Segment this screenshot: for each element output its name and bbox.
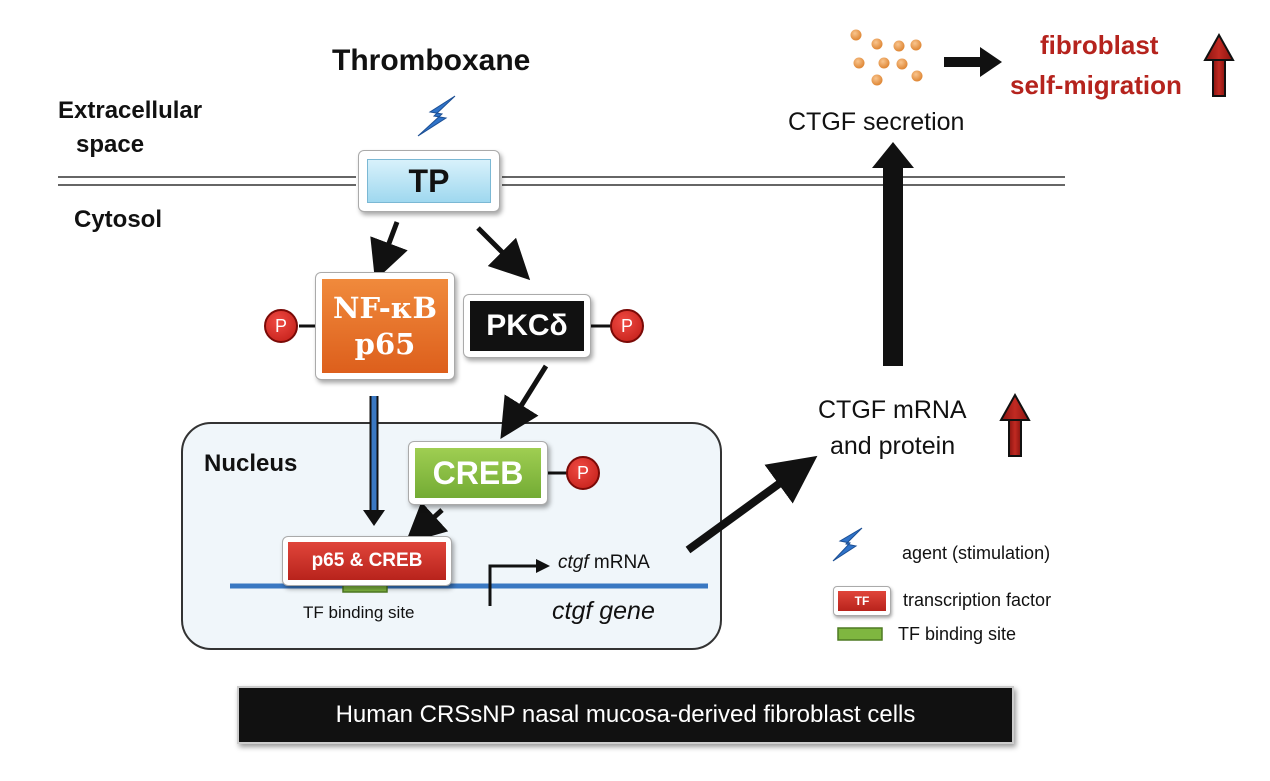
legend-tf-label: TF [838,591,886,611]
tp-label: TP [367,159,491,203]
transcription-start-arrow-icon [488,559,550,606]
arrow-secretion-to-migration [944,47,1002,77]
up-arrow-icon [1203,32,1235,97]
arrow-nfkb-to-complex [363,396,385,526]
up-arrow-icon [999,392,1031,457]
creb-box: CREB [408,441,548,505]
creb-label: CREB [415,448,541,498]
arrow-protein-to-secretion [872,142,914,366]
tf-binding-site-label: TF binding site [303,603,415,622]
cytosol-label: Cytosol [74,206,163,233]
ctgf-mrna-label: ctgf mRNA [558,552,650,574]
arrow-tp-to-nfkb [370,221,408,281]
pkc-delta-box: PKCδ [463,294,591,358]
legend-agent-label: agent (stimulation) [902,543,1051,563]
phospho-creb: P [566,456,600,490]
arrow-tp-to-pkc [476,226,531,281]
p65-creb-complex: p65 & CREB [282,536,452,586]
extracellular-label-line2: space [76,131,145,158]
phospho-pkc: P [610,309,644,343]
ctgf-mrna-protein-label-line2: and protein [830,432,956,460]
tp-receptor: TP [358,150,500,212]
thromboxane-label: Thromboxane [332,44,531,77]
extracellular-label: Extracellular [58,97,203,124]
lightning-icon [417,95,456,137]
ctgf-mrna-suffix: mRNA [588,552,650,573]
p65-creb-label: p65 & CREB [288,542,446,580]
legend-binding-site-swatch [837,627,883,641]
ctgf-mrna-gene-name: ctgf [558,552,589,573]
fibroblast-label: fibroblast [1040,30,1159,60]
lightning-icon [832,527,863,562]
p65-label: p65 [354,327,416,361]
nfkb-label: NF-κB [332,291,438,325]
legend-transcription-factor-label: transcription factor [903,590,1052,610]
ctgf-particles [850,29,923,86]
phospho-nfkb: P [264,309,298,343]
arrow-creb-to-complex [405,501,449,544]
ctgf-gene-label: ctgf gene [552,597,655,625]
nucleus-label: Nucleus [204,450,298,477]
cell-membrane [58,176,1065,186]
nfkb-p65-box: NF-κB p65 [315,272,455,380]
footer-caption: Human CRSsNP nasal mucosa-derived fibrob… [237,686,1014,744]
self-migration-label: self-migration [1010,70,1182,100]
arrow-mrna-to-protein [685,455,818,554]
arrow-pkc-to-creb [500,364,549,439]
pkc-label: PKCδ [470,301,584,351]
legend-tf-swatch: TF [833,586,891,616]
ctgf-mrna-protein-label: CTGF mRNA [818,396,967,424]
legend-binding-site-label: TF binding site [898,624,1017,644]
ctgf-secretion-label: CTGF secretion [788,108,965,136]
